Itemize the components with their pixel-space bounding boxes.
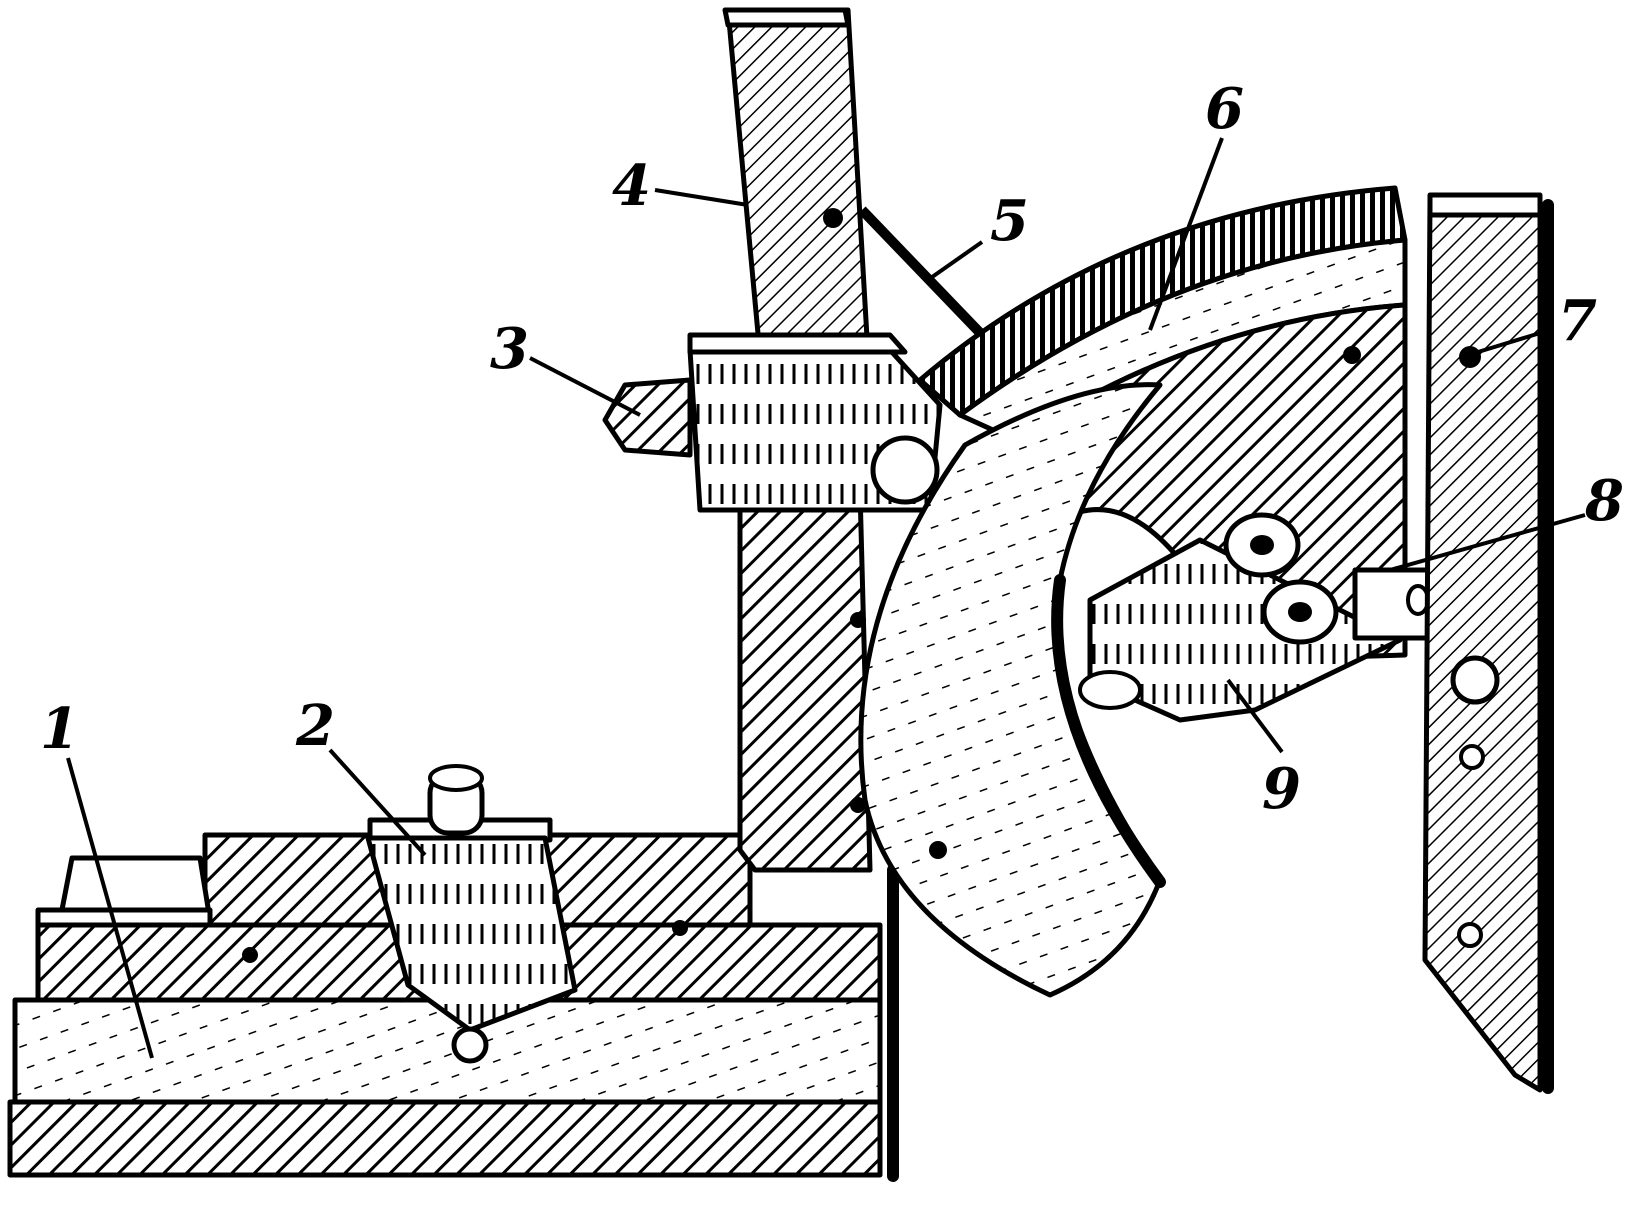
callout-3: 3 [490,316,529,382]
column-screw-lower [850,797,866,813]
callout-2: 2 [295,693,335,759]
callout-1: 1 [40,696,79,762]
curved-arm-shadow [1051,574,1166,888]
sliding-stop [365,764,578,1064]
sliding-stop-body [365,835,578,1033]
leader-1 [66,757,154,1059]
square-blade-body [1422,197,1543,1093]
callout-7: 7 [1558,288,1597,354]
callout-5: 5 [990,188,1029,254]
clamp-pivot-knob [870,435,940,505]
roller-upper-hub [1250,535,1274,555]
vertical-bar [722,7,871,358]
base-screw-right [672,920,688,936]
arc-screw [1343,346,1361,364]
leader-6 [1148,137,1224,331]
clamp-block [602,332,943,513]
swing-arm-hub [1078,670,1142,710]
callout-labels: 1 2 3 4 5 6 7 8 9 [40,76,1624,822]
square-blade-hole-low [1457,922,1483,948]
leader-lines [66,137,1586,1059]
square-blade-knob [1450,655,1500,705]
sliding-stop-pin [451,1026,489,1064]
leader-7 [1477,328,1551,354]
square-blade-hole-mid [1459,744,1485,770]
callout-4: 4 [612,153,651,219]
leader-8 [1389,513,1586,572]
brace-rod [858,206,989,342]
square-blade-top [1427,192,1543,218]
vertical-bar-top [722,7,851,28]
callout-9: 9 [1262,756,1301,822]
leader-4 [654,188,749,207]
vertical-bar-screw [823,208,843,228]
base-assembly [7,832,899,1182]
square-blade [1422,192,1554,1094]
sliding-stop-knob-top [428,764,484,792]
leader-9 [1226,678,1284,754]
base-bottom-strip [7,1099,883,1178]
leader-2 [328,748,427,857]
vertical-column [737,487,873,873]
column-assembly [737,487,873,873]
vertical-bar-body [725,7,871,358]
roller-lower-hub [1288,602,1312,622]
callout-8: 8 [1584,468,1624,534]
clamp-block-top [687,332,908,355]
callout-6: 6 [1205,76,1244,142]
leader-3 [529,356,641,417]
square-blade-screw-top [1459,346,1481,368]
curved-arm [858,382,1166,998]
base-screw-left [242,947,258,963]
swing-arm [1078,512,1403,723]
column-screw-upper [850,612,866,628]
clamp-screw [602,377,693,458]
leader-5 [923,240,984,284]
curved-arm-screw [929,841,947,859]
